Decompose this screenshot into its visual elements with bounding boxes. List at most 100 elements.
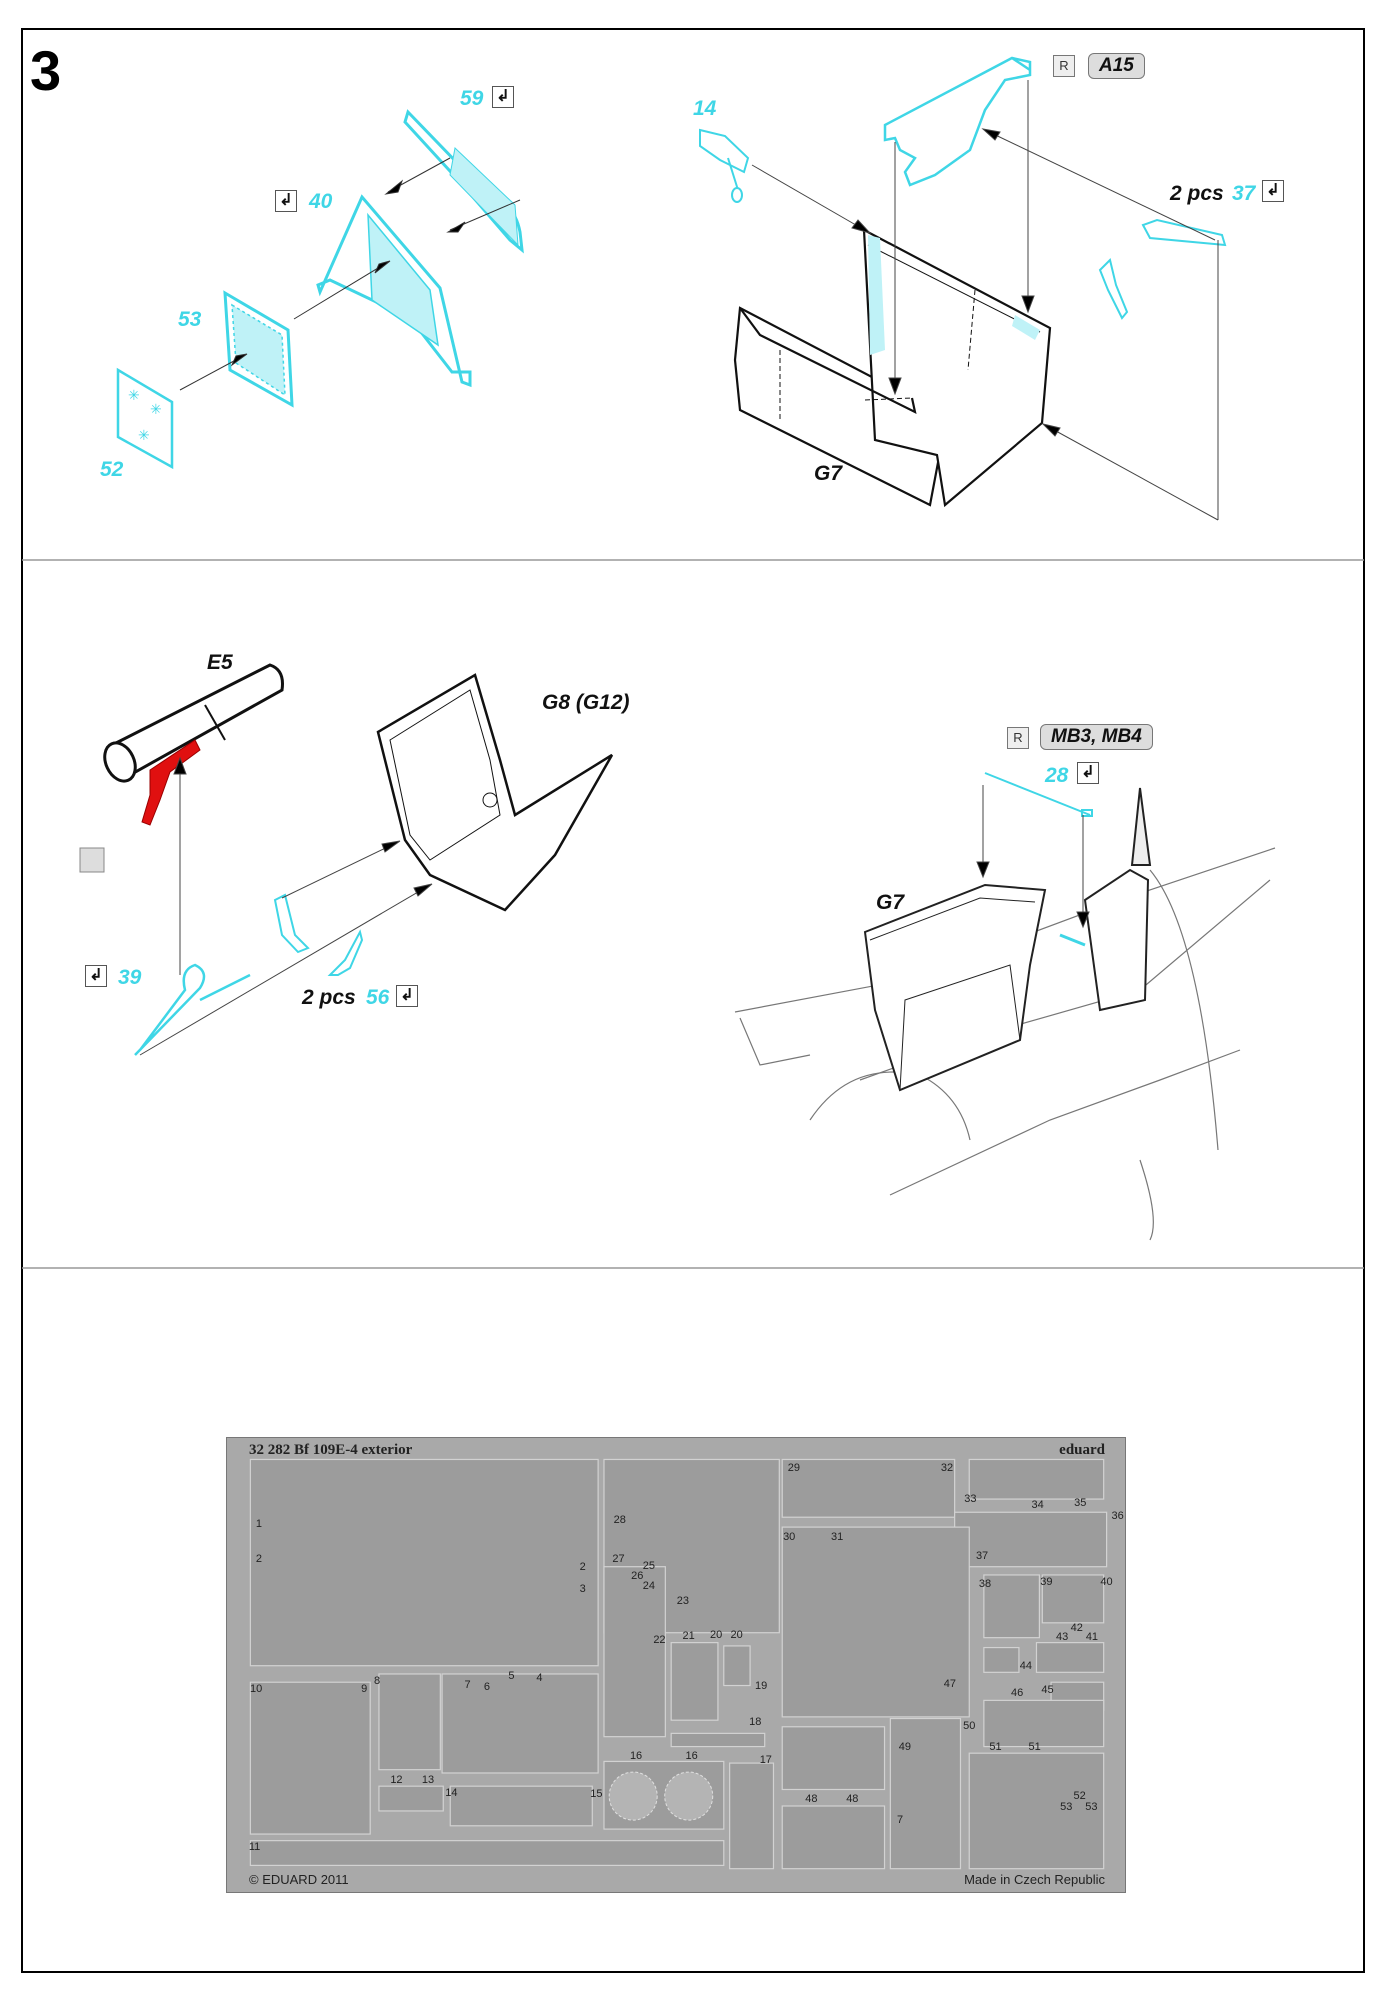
fret-part <box>1041 1574 1105 1624</box>
photo-etch-fret: 32 282 Bf 109E-4 exterior eduard © EDUAR… <box>226 1437 1126 1893</box>
fret-part-16 <box>664 1771 714 1821</box>
part-14-drawing <box>699 128 750 203</box>
fret-part <box>983 1699 1105 1748</box>
svg-text:✳: ✳ <box>150 401 162 417</box>
fret-part-number: 44 <box>1019 1660 1033 1673</box>
bend-icon: ↲ <box>275 190 297 212</box>
fret-part-number: 50 <box>963 1719 976 1732</box>
highlight-bracket-e5 <box>141 739 201 826</box>
fret-part-number: 14 <box>445 1787 458 1800</box>
fret-part <box>249 1458 599 1667</box>
svg-text:✳: ✳ <box>138 427 150 443</box>
fret-origin: Made in Czech Republic <box>964 1872 1105 1887</box>
fret-part-number: 16 <box>629 1750 643 1763</box>
fret-part-number: 37 <box>975 1550 989 1563</box>
part-39-drawing <box>134 963 251 1056</box>
fret-part-number: 7 <box>897 1814 904 1827</box>
fret-part <box>889 1717 962 1870</box>
fret-part <box>983 1574 1040 1639</box>
fret-part <box>781 1526 970 1718</box>
removed-plastic-icon: R <box>1007 727 1029 749</box>
part-label-56: 56 <box>366 986 390 1009</box>
part-label-28: 28 <box>1045 764 1069 787</box>
fret-part-number: 7 <box>464 1678 471 1691</box>
part-28-drawing <box>984 772 1093 817</box>
part-label-37: 37 <box>1232 182 1256 205</box>
quantity-label-56: 2 pcs <box>302 986 356 1009</box>
part-label-52: 52 <box>100 458 124 481</box>
fret-copyright: © EDUARD 2011 <box>249 1872 349 1887</box>
fret-title: 32 282 Bf 109E-4 exterior <box>249 1442 413 1458</box>
fret-part-number: 2 <box>255 1553 263 1566</box>
part-53-drawing <box>223 290 294 408</box>
fret-part-number: 49 <box>898 1740 912 1753</box>
fret-part-number: 25 <box>642 1560 656 1573</box>
fret-part-number: 53 <box>1060 1800 1073 1813</box>
fret-part-number: 10 <box>250 1683 263 1696</box>
fret-part <box>441 1673 599 1774</box>
fret-part-number: 9 <box>361 1683 368 1696</box>
fret-part-number: 51 <box>1028 1741 1041 1754</box>
fret-part-number: 41 <box>1085 1631 1099 1643</box>
fret-part-number: 45 <box>1041 1684 1054 1697</box>
page-frame <box>21 28 1365 1973</box>
plastic-part-e5-drawing <box>103 663 284 783</box>
part-label-39: 39 <box>118 966 142 989</box>
fret-part-number: 46 <box>1011 1686 1024 1699</box>
fret-part-number: 19 <box>755 1680 768 1693</box>
fret-part-number: 36 <box>1111 1509 1124 1522</box>
fret-part-number: 26 <box>631 1569 644 1582</box>
remove-part-badge-a15: A15 <box>1088 53 1145 79</box>
fret-part <box>378 1673 441 1771</box>
part-56-drawing <box>273 893 364 976</box>
fret-parts-drawing <box>249 1458 1108 1870</box>
part-label-40: 40 <box>309 190 333 213</box>
assembly-lines-right <box>751 80 1219 521</box>
fret-part-number: 13 <box>421 1774 435 1787</box>
plastic-part-label-e5: E5 <box>207 651 233 674</box>
fret-part-number: 8 <box>373 1674 381 1687</box>
bend-icon: ↲ <box>492 86 514 108</box>
fret-part-number: 32 <box>940 1461 954 1474</box>
part-37-drawing <box>1098 218 1227 320</box>
plastic-part-label-g7: G7 <box>876 891 905 914</box>
fret-part-number: 39 <box>1040 1576 1053 1589</box>
fret-part-number: 47 <box>943 1677 957 1690</box>
fret-part <box>723 1645 751 1687</box>
fret-part-number: 16 <box>685 1750 698 1763</box>
bend-icon: ↲ <box>1262 180 1284 202</box>
fret-part-number: 43 <box>1056 1631 1069 1643</box>
part-52-drawing: ✳ ✳ ✳ <box>116 367 174 470</box>
fret-part <box>968 1458 1105 1500</box>
step-number: 3 <box>30 39 62 102</box>
fret-part <box>781 1726 886 1791</box>
fret-part <box>449 1785 593 1827</box>
part-40-drawing <box>316 194 472 388</box>
fret-part-number: 24 <box>642 1580 656 1593</box>
fret-part <box>249 1840 725 1866</box>
plastic-part-label-g7: G7 <box>814 462 843 485</box>
plastic-part-label-g8: G8 (G12) <box>542 691 630 714</box>
fret-part-number: 29 <box>787 1461 800 1474</box>
fret-part-number: 48 <box>805 1792 818 1805</box>
part-label-53: 53 <box>178 308 202 331</box>
fret-part <box>983 1646 1020 1673</box>
fret-part <box>378 1785 444 1812</box>
fret-part-number: 38 <box>978 1577 992 1590</box>
plastic-part-g7-installed <box>863 787 1152 1092</box>
bend-icon: ↲ <box>1077 762 1099 784</box>
fret-part-number: 27 <box>612 1553 625 1566</box>
fret-part <box>603 1566 666 1738</box>
fret-part <box>249 1681 371 1835</box>
fret-part-number: 20 <box>730 1629 743 1642</box>
fret-part-number: 30 <box>783 1530 796 1543</box>
fret-part-number: 17 <box>759 1754 772 1767</box>
part-59-drawing <box>403 109 524 254</box>
fret-part-number: 40 <box>1100 1576 1113 1589</box>
fret-part-number: 31 <box>831 1530 844 1543</box>
fret-part-number: 34 <box>1031 1498 1044 1511</box>
remove-part-badge-mb3-mb4: MB3, MB4 <box>1040 724 1153 750</box>
fret-part-number: 20 <box>710 1629 723 1642</box>
bend-icon: ↲ <box>396 985 418 1007</box>
